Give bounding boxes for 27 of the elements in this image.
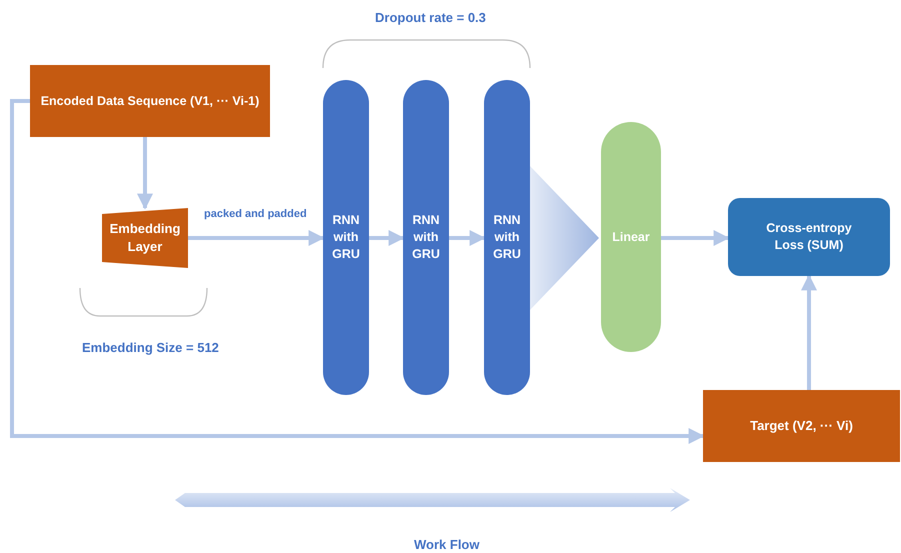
input-box — [30, 65, 270, 137]
annotation-text: Embedding Size = 512 — [82, 340, 219, 355]
node-label: Embedding Layer — [108, 220, 182, 256]
edge-label: packed and padded — [202, 208, 309, 220]
arrow — [530, 166, 599, 310]
node-label: Target (V2, ··· Vi) — [750, 417, 853, 435]
node-label: Cross-entropy Loss (SUM) — [765, 220, 853, 254]
node-label: RNN with GRU — [411, 212, 441, 263]
arrow — [188, 230, 325, 246]
node-label: RNN with GRU — [492, 212, 522, 263]
arrow — [369, 230, 405, 246]
annotation-text: Dropout rate = 0.3 — [375, 10, 486, 25]
layer-pill — [403, 80, 449, 395]
arrow — [137, 137, 153, 210]
layer-trapezoid — [102, 208, 188, 268]
layer-pill — [323, 80, 369, 395]
output-box — [703, 390, 900, 462]
arrow — [449, 230, 486, 246]
arrow — [801, 274, 817, 390]
arrow — [661, 230, 730, 246]
node-label: Encoded Data Sequence (V1, ··· Vi-1) — [40, 92, 260, 110]
layer-pill — [484, 80, 530, 395]
node-label: Linear — [612, 228, 650, 246]
node-label: RNN with GRU — [331, 212, 361, 263]
annotation-text: Work Flow — [414, 537, 480, 552]
process-box — [728, 198, 890, 276]
arrow — [10, 99, 705, 444]
